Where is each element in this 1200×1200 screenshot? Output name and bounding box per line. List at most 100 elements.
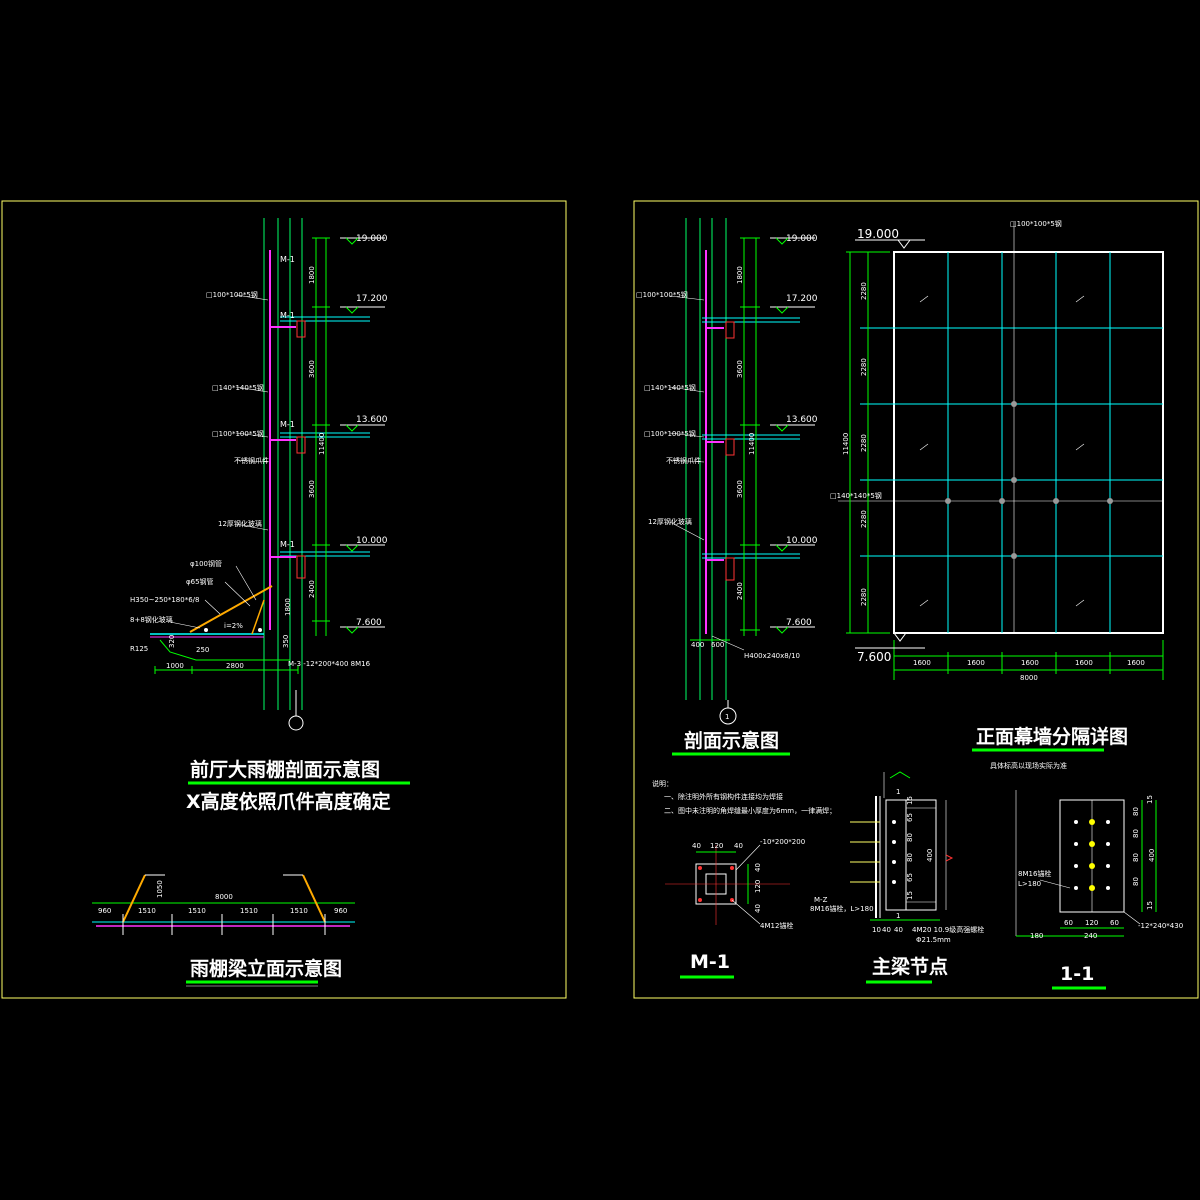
detail-plate: -12*240*430 xyxy=(1138,922,1183,930)
curtain-left-dim-2: 2280 xyxy=(860,358,868,376)
right-axis-label: 1 xyxy=(725,713,729,721)
notes-line-1: 一、除注明外所有钢构件连接均为焊接 xyxy=(664,792,783,801)
m1-dim-side-2: 120 xyxy=(754,880,762,893)
node-section-mark-top: 1 xyxy=(896,788,900,796)
canopy-beam-elevation xyxy=(92,874,355,935)
beam-dim-2: 1510 xyxy=(138,907,156,915)
left-member-label-1: M-1 xyxy=(280,255,295,264)
detail-dim-6: 15 xyxy=(1146,901,1154,910)
curtain-total-width: 8000 xyxy=(1020,674,1038,682)
left-elevation-4: 10.000 xyxy=(356,536,388,546)
left-callout-11: i=2% xyxy=(224,622,243,630)
left-elevation-2: 17.200 xyxy=(356,294,388,304)
left-hdim-2: 2800 xyxy=(226,662,244,670)
left-vdim-4: 2400 xyxy=(308,580,316,598)
left-callout-9: 8+8钢化玻璃 xyxy=(130,615,173,624)
right-sheet-frame xyxy=(633,200,1199,999)
detail-dim-5: 80 xyxy=(1132,877,1140,886)
curtain-left-dim-4: 2280 xyxy=(860,510,868,528)
m1-bolts-label: 4M12锚栓 xyxy=(760,921,793,930)
beam-dim-1: 960 xyxy=(98,907,111,915)
left-section-title: 前厅大雨棚剖面示意图 xyxy=(190,758,380,781)
left-vdim-5: 1800 xyxy=(284,598,292,616)
left-callout-6: φ100钢管 xyxy=(190,559,222,568)
m1-dim-top-3: 40 xyxy=(734,842,743,850)
curtain-title: 正面幕墙分隔详图 xyxy=(976,725,1128,748)
detail-height: 400 xyxy=(1148,849,1156,862)
curtain-total-height: 11400 xyxy=(842,433,850,455)
left-sheet-frame xyxy=(1,200,567,999)
left-elevation-3: 13.600 xyxy=(356,415,388,425)
right-vdim-3: 3600 xyxy=(736,480,744,498)
beam-dim-3: 1510 xyxy=(188,907,206,915)
curtain-wall-elevation xyxy=(838,222,1164,680)
node-dim-3: 80 xyxy=(906,833,914,842)
node-height-dim: 400 xyxy=(926,849,934,862)
right-elevation-1: 19.000 xyxy=(786,234,818,244)
left-axis-bubble xyxy=(288,715,304,731)
curtain-left-dim-5: 2280 xyxy=(860,588,868,606)
node-label-3: 4M20 10.9级高强螺栓 xyxy=(912,925,984,934)
main-beam-node-detail xyxy=(850,771,954,921)
detail-bolt-label-2: L>180 xyxy=(1018,880,1041,888)
node-section-mark-bottom: 1 xyxy=(896,912,900,920)
right-elevation-3: 13.600 xyxy=(786,415,818,425)
curtain-bottom-dim-4: 1600 xyxy=(1075,659,1093,667)
curtain-bottom-dim-2: 1600 xyxy=(967,659,985,667)
detail-bottom-dim-3: 60 xyxy=(1110,919,1119,927)
detail-bottom-dim-1: 60 xyxy=(1064,919,1073,927)
detail-dim-1: 15 xyxy=(1146,795,1154,804)
left-callout-1: □100*100*5钢 xyxy=(206,290,258,299)
left-callout-12: M-3 -12*200*400 8M16 xyxy=(288,660,371,668)
right-vdim-total: 11400 xyxy=(748,433,756,455)
left-elevation-1: 19.000 xyxy=(356,234,388,244)
right-elevation-4: 10.000 xyxy=(786,536,818,546)
right-section-title: 剖面示意图 xyxy=(684,729,779,752)
m1-title: M-1 xyxy=(690,951,730,973)
detail-bottom-dim-2: 120 xyxy=(1085,919,1098,927)
m1-dim-top-2: 120 xyxy=(710,842,723,850)
left-small-dim-1: 320 xyxy=(168,635,176,648)
left-vdim-1: 1800 xyxy=(308,266,316,284)
curtain-top-label: □100*100*5钢 xyxy=(1010,219,1062,228)
node-bottom-3: 40 xyxy=(894,926,903,934)
right-callout-6: H400x240x8/10 xyxy=(744,652,800,660)
m1-dim-side-1: 40 xyxy=(754,863,762,872)
left-small-dim-2: 250 xyxy=(196,646,209,654)
detail-dim-2: 80 xyxy=(1132,807,1140,816)
curtain-left-dim-3: 2280 xyxy=(860,434,868,452)
right-vdim-4: 2400 xyxy=(736,582,744,600)
curtain-bottom-elev: 7.600 xyxy=(857,650,891,664)
left-vdim-2: 3600 xyxy=(308,360,316,378)
right-vdim-2: 3600 xyxy=(736,360,744,378)
node-dim-6: 15 xyxy=(906,891,914,900)
left-callout-5: 12厚钢化玻璃 xyxy=(218,519,262,528)
node-label-4: Φ21.5mm xyxy=(916,936,951,944)
node-dim-4: 80 xyxy=(906,853,914,862)
right-vdim-1: 1800 xyxy=(736,266,744,284)
right-callout-4: 不锈钢爪件 xyxy=(666,456,701,465)
left-section-drawing xyxy=(150,218,385,731)
node-label-1: M-Z xyxy=(814,896,828,904)
detail-title: 1-1 xyxy=(1060,963,1094,985)
notes-line-2: 二、图中未注明的角焊缝最小厚度为6mm，一律满焊； xyxy=(664,806,836,815)
beam-total-dim: 8000 xyxy=(215,893,233,901)
right-axis-bubble xyxy=(719,707,737,725)
left-member-label-4: M-1 xyxy=(280,540,295,549)
curtain-top-elev: 19.000 xyxy=(857,227,899,241)
left-vdim-total: 11400 xyxy=(318,433,326,455)
detail-dim-3: 80 xyxy=(1132,829,1140,838)
left-callout-4: 不锈钢爪件 xyxy=(234,456,269,465)
right-elevation-5: 7.600 xyxy=(786,618,812,628)
node-dim-5: 65 xyxy=(906,873,914,882)
section-1-1-detail xyxy=(1015,790,1157,937)
beam-elevation-title: 雨棚梁立面示意图 xyxy=(190,957,342,980)
left-callout-2: □140*140*5钢 xyxy=(212,383,264,392)
left-elevation-5: 7.600 xyxy=(356,618,382,628)
right-callout-3: □100*100*5钢 xyxy=(644,429,696,438)
right-elevation-2: 17.200 xyxy=(786,294,818,304)
curtain-bottom-dim-5: 1600 xyxy=(1127,659,1145,667)
left-hdim-1: 1000 xyxy=(166,662,184,670)
notes-title: 说明： xyxy=(652,779,673,788)
node-bottom-2: 40 xyxy=(882,926,891,934)
